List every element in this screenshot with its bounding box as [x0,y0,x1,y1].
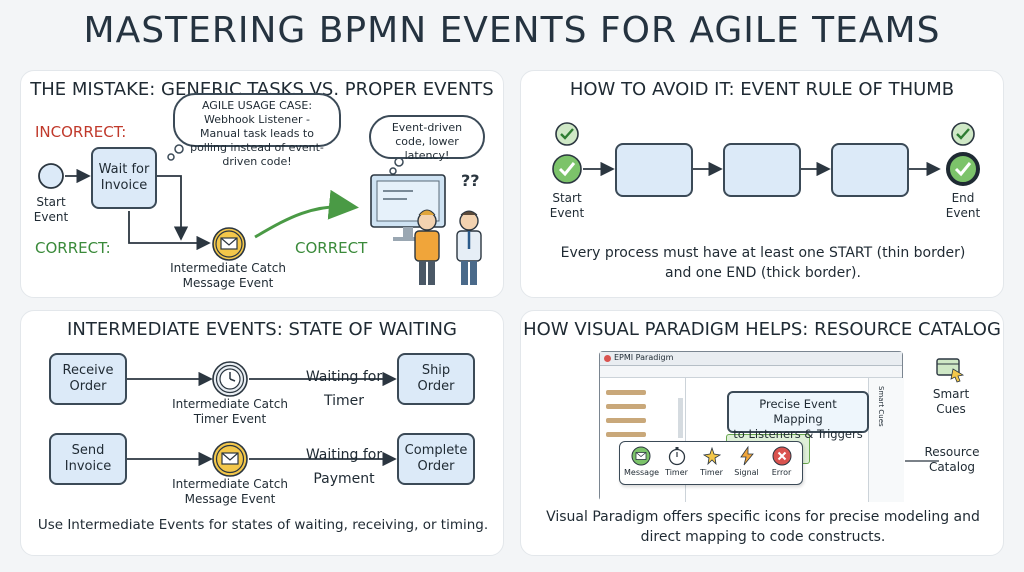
smart-cues-label: Smart Cues [932,387,970,416]
team-illustration [370,174,482,285]
palette-timer[interactable]: Timer [660,446,693,480]
start-event-icon [552,154,582,184]
start-event-label: Start Event [549,191,585,220]
process-task-2 [723,143,801,197]
process-task-1 [615,143,693,197]
wait-for-invoice-label: Wait for Invoice [98,162,150,193]
waiting-timer-label: Waiting for Timer [305,369,383,409]
smart-cues-icon [936,358,965,383]
end-event-icon [946,152,980,186]
palette-message[interactable]: Message [624,446,660,480]
timer-event-icon [212,361,248,397]
rule-caption: Every process must have at least one STA… [560,245,966,281]
palette-error[interactable]: Error [765,446,798,480]
agile-callout-text: AGILE USAGE CASE: Webhook Listener - Man… [190,99,324,168]
start-event-icon [38,163,64,189]
agile-callout: AGILE USAGE CASE: Webhook Listener - Man… [173,93,341,168]
app-logo-icon [604,355,611,362]
stopwatch-icon [668,447,685,466]
tree-item [606,418,646,423]
check-end-icon [951,122,975,146]
panel-title-visual-paradigm: HOW VISUAL PARADIGM HELPS: RESOURCE CATA… [523,319,1001,340]
intermediate-connectors [127,371,397,467]
palette-signal-label: Signal [734,468,759,477]
ship-order-task: Ship Order [397,353,475,405]
palette-message-label: Message [624,468,660,477]
wait-for-invoice-task: Wait for Invoice [91,147,157,209]
error-icon [772,446,791,466]
panel-visual-paradigm: HOW VISUAL PARADIGM HELPS: RESOURCE CATA… [520,310,1004,556]
timer-event-label: Intermediate Catch Timer Event [172,397,288,426]
palette-signal[interactable]: Signal [730,445,763,480]
incorrect-label: INCORRECT: [35,123,127,141]
message-icon [631,446,651,466]
panel-rule-of-thumb: HOW TO AVOID IT: EVENT RULE OF THUMB Sta… [520,70,1004,298]
start-event-label: Start Event [33,195,69,224]
tree-item [606,432,646,437]
intermediate-caption: Use Intermediate Events for states of wa… [37,517,489,533]
app-toolbar [600,366,902,378]
send-invoice-label: Send Invoice [64,443,112,474]
panel-title-mistake: THE MISTAKE: GENERIC TASKS VS. PROPER EV… [30,79,494,100]
scrollbar[interactable] [678,398,683,438]
palette-timer-label: Timer [665,468,688,477]
resource-catalog-pointer [905,460,939,462]
correct-arrow-label: CORRECT [295,239,368,257]
panel-title-rule: HOW TO AVOID IT: EVENT RULE OF THUMB [569,79,955,100]
complete-order-task: Complete Order [397,433,475,485]
side-tab-label: Smart Cues [877,386,885,427]
correct-label: CORRECT: [35,239,111,257]
resource-catalog-label: Resource Catalog [924,445,980,474]
end-event-label: End Event [945,191,981,220]
thought-bubble-text: Event-driven code, lower latency! [391,121,463,162]
receive-order-task: Receive Order [49,353,127,405]
panel-intermediate-events: INTERMEDIATE EVENTS: STATE OF WAITING Re… [20,310,504,556]
palette-timer-2[interactable]: Timer [695,446,728,480]
tree-item [606,404,646,409]
mistake-connectors [65,144,404,251]
receive-order-label: Receive Order [62,363,114,394]
side-panel: Smart Cues [868,378,904,502]
waiting-payment-label: Waiting for Payment [305,447,383,487]
check-start-icon [555,122,579,146]
page-title: MASTERING BPMN EVENTS FOR AGILE TEAMS [83,10,941,51]
timer-spark-icon [702,446,721,466]
message-event-icon [212,227,246,261]
send-invoice-task: Send Invoice [49,433,127,485]
event-palette: Message Timer Timer Signal [619,441,803,485]
app-title: EPMI Paradigm [614,353,674,362]
process-task-3 [831,143,909,197]
rule-connectors [583,161,941,177]
thought-bubble: Event-driven code, lower latency! [369,115,485,162]
complete-order-label: Complete Order [404,443,468,474]
mapping-tooltip-text: Precise Event Mapping to Listeners & Tri… [733,397,863,441]
visual-paradigm-caption: Visual Paradigm offers specific icons fo… [546,509,980,545]
panel-title-intermediate: INTERMEDIATE EVENTS: STATE OF WAITING [67,319,457,340]
palette-error-label: Error [771,468,792,477]
panel-mistake: THE MISTAKE: GENERIC TASKS VS. PROPER EV… [20,70,504,298]
ship-order-label: Ship Order [417,363,455,394]
message-event-label: Intermediate Catch Message Event [172,477,288,506]
tree-item [606,390,646,395]
catch-message-label: Intermediate Catch Message Event [170,261,286,290]
message-event-icon [212,441,248,477]
palette-timer-2-label: Timer [700,468,723,477]
app-title-bar: EPMI Paradigm [600,352,902,366]
lightning-icon [739,445,754,466]
mapping-tooltip: Precise Event Mapping to Listeners & Tri… [727,391,869,441]
question-marks: ?? [461,171,480,190]
